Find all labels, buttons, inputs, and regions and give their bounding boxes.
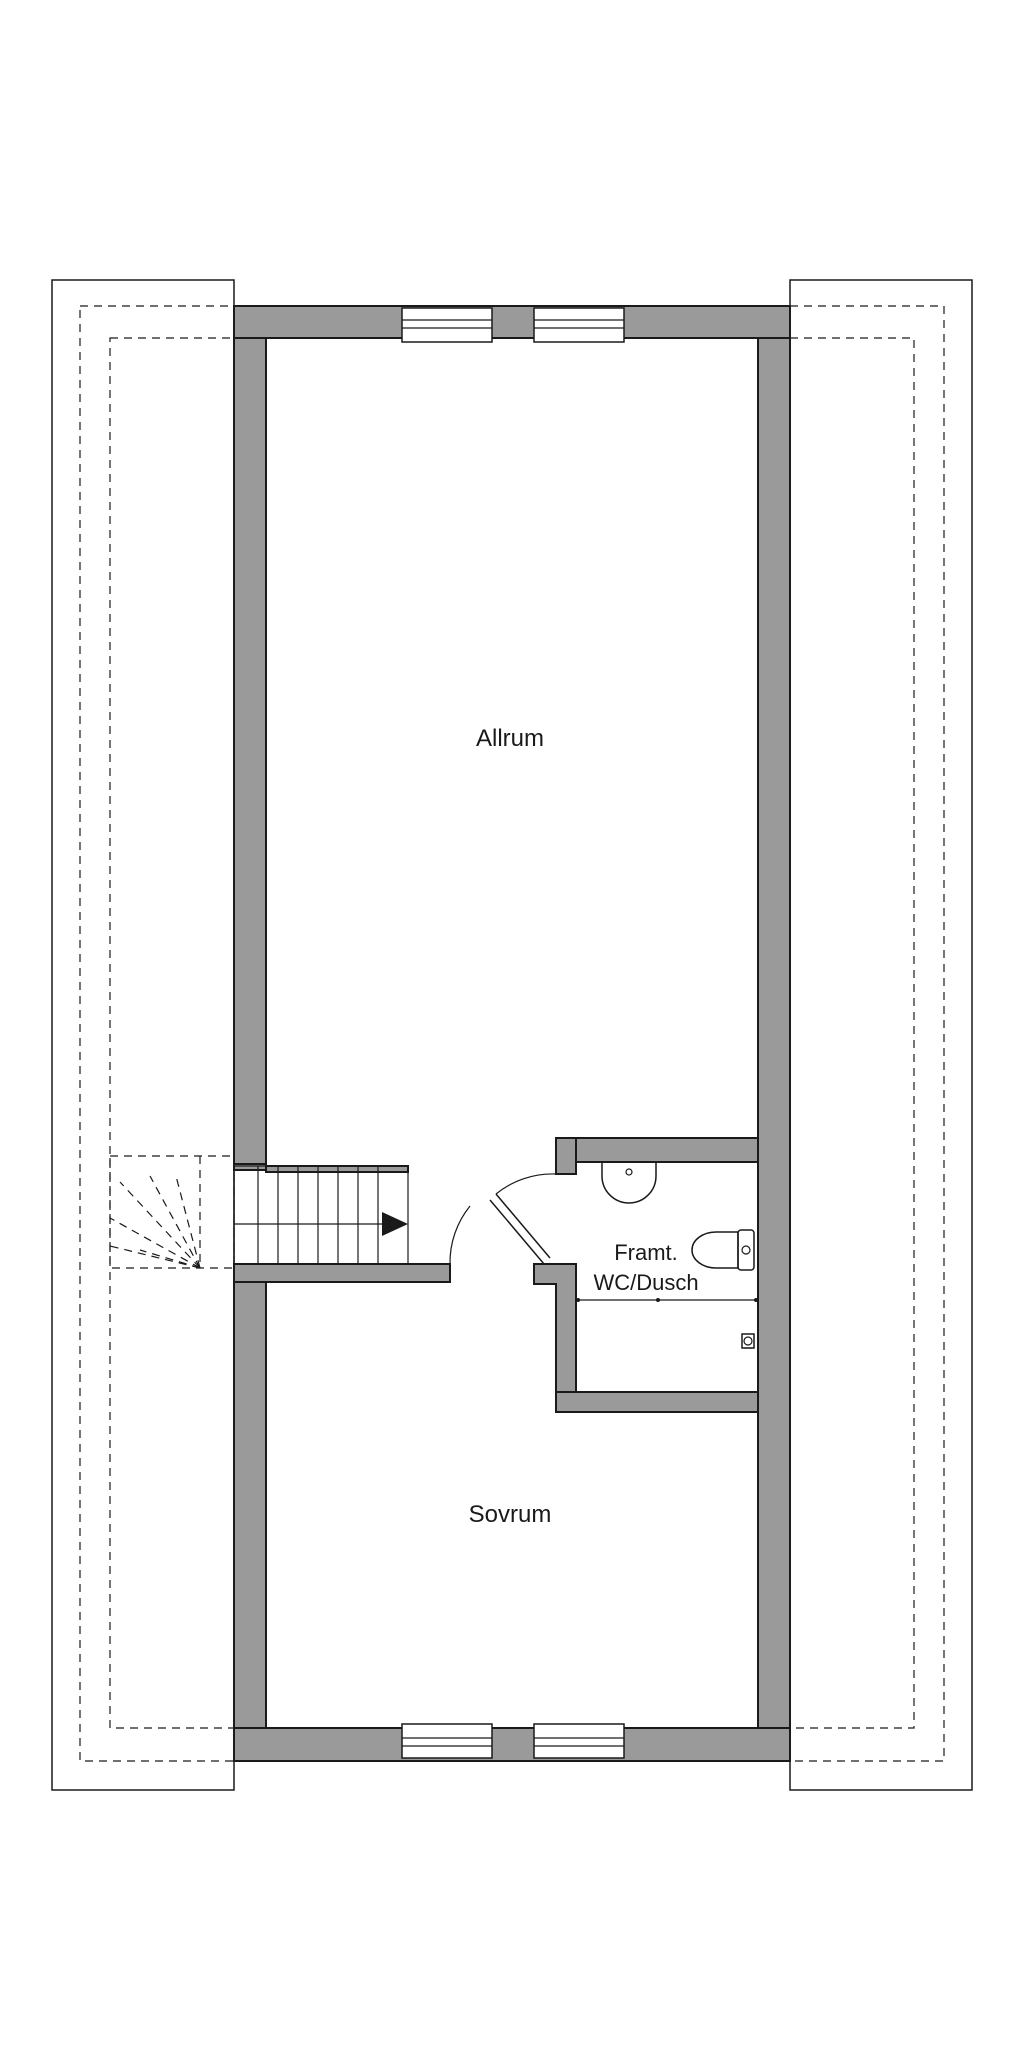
right-roof-area [789, 279, 973, 1791]
window-bottom-left [401, 1723, 493, 1759]
left-roof-area [51, 279, 235, 1791]
toilet-icon [691, 1229, 755, 1271]
windows [401, 307, 625, 1759]
window-bottom-right [533, 1723, 625, 1759]
sink-icon [601, 1161, 657, 1204]
arrow-right-icon [382, 1212, 408, 1236]
room-label-bathroom-line2: WC/Dusch [593, 1270, 698, 1295]
outer-walls [233, 305, 791, 1762]
stair-area [109, 1155, 451, 1283]
bathroom-walls [449, 1137, 759, 1413]
window-top-right [533, 307, 625, 343]
room-label-bathroom-line1: Framt. [614, 1240, 678, 1265]
bathroom-fixtures [576, 1161, 758, 1349]
room-label-allrum: Allrum [476, 725, 544, 752]
room-label-sovrum: Sovrum [469, 1501, 552, 1528]
window-top-left [401, 307, 493, 343]
shower-icon [576, 1298, 758, 1349]
